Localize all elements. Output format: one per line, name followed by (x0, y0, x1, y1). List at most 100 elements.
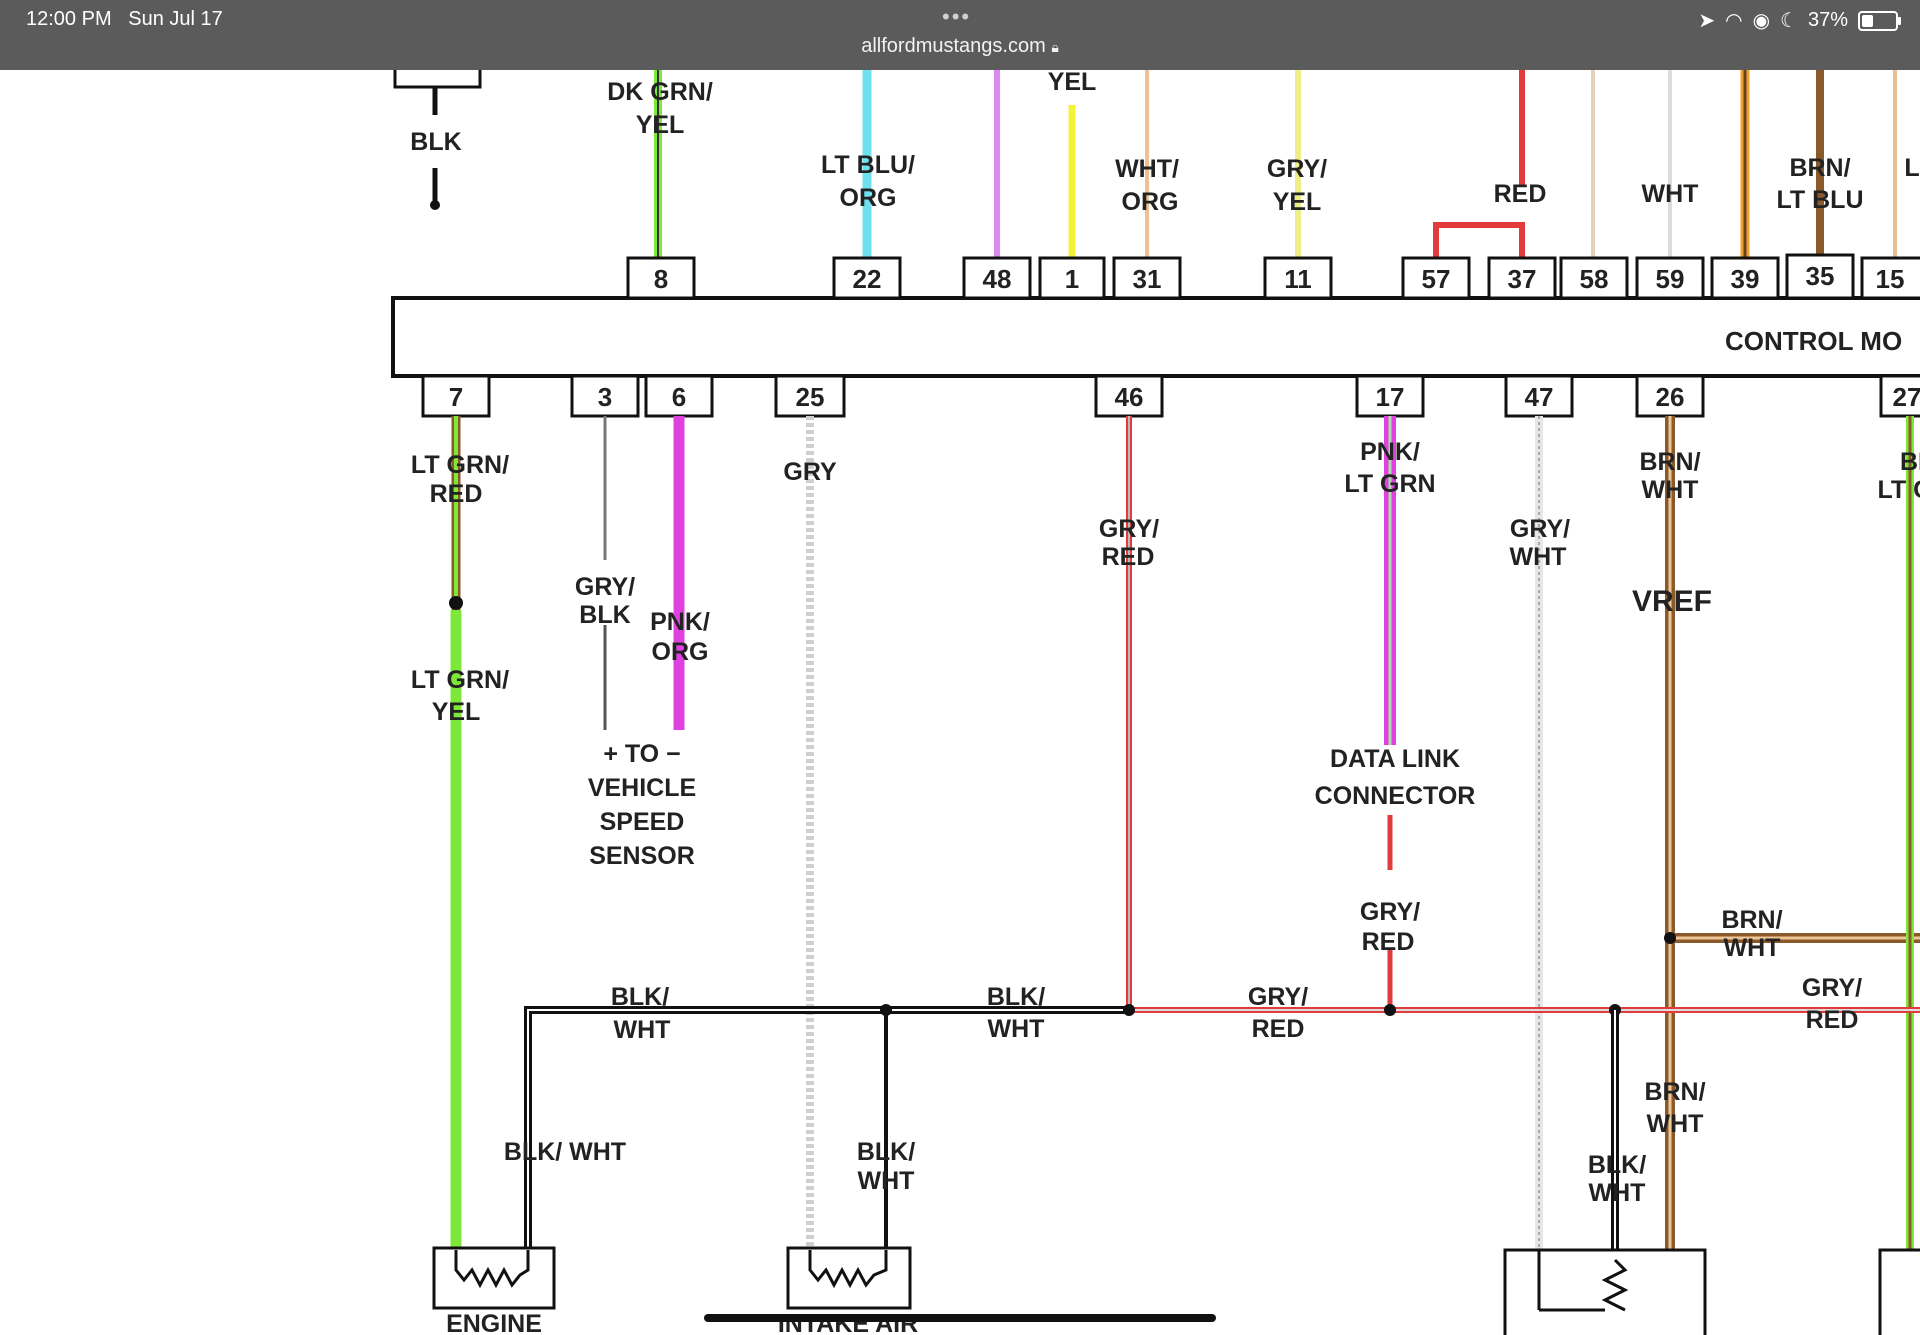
svg-text:ENGINE: ENGINE (446, 1310, 542, 1335)
svg-text:26: 26 (1656, 382, 1685, 412)
svg-text:WHT: WHT (1647, 1110, 1704, 1138)
pin-label: 58 (1580, 264, 1609, 294)
status-bar: 12:00 PM Sun Jul 17 ••• allfordmustangs.… (0, 0, 1920, 70)
battery-percent: 37% (1807, 9, 1848, 31)
url-text: allfordmustangs.com (861, 35, 1046, 57)
pin-label: 39 (1731, 264, 1760, 294)
pin-label: 15 (1876, 264, 1905, 294)
svg-text:WHT: WHT (1642, 180, 1699, 208)
svg-text:VEHICLE: VEHICLE (588, 774, 696, 802)
svg-text:YEL: YEL (1273, 188, 1322, 216)
svg-text:GRY: GRY (783, 458, 837, 486)
pin-label: 59 (1656, 264, 1685, 294)
bottom-pins: 7 3 6 25 46 17 47 26 27 (421, 374, 1920, 418)
svg-text:17: 17 (1376, 382, 1405, 412)
svg-text:L: L (1904, 154, 1919, 182)
svg-text:BLK: BLK (579, 601, 630, 629)
svg-text:LT GRN: LT GRN (1344, 470, 1435, 498)
bottom-wire-labels: LT GRN/ RED LT GRN/ YEL GRY/ BLK PNK/ OR… (411, 438, 1920, 1335)
svg-text:LT GRN/: LT GRN/ (411, 666, 509, 694)
status-icons: ➤ ◠ ◉ ☾ 37% (1698, 8, 1901, 33)
svg-text:YEL: YEL (636, 111, 685, 139)
svg-text:3: 3 (598, 382, 612, 412)
svg-text:27: 27 (1893, 382, 1920, 412)
svg-text:ORG: ORG (1122, 188, 1179, 216)
svg-text:RED: RED (1806, 1006, 1859, 1034)
status-date: Sun Jul 17 (128, 8, 223, 30)
svg-text:GRY/: GRY/ (1802, 974, 1862, 1002)
svg-text:GRY/: GRY/ (1099, 515, 1159, 543)
svg-text:47: 47 (1525, 382, 1554, 412)
engine-sensor (432, 1246, 556, 1310)
top-wire-labels: BLK DK GRN/ YEL YEL LT BLU/ ORG WHT/ ORG… (410, 70, 1919, 216)
wifi-icon: ◠ (1725, 10, 1743, 32)
svg-text:PNK/: PNK/ (650, 608, 710, 636)
svg-text:WHT: WHT (1510, 543, 1567, 571)
svg-text:BRN/: BRN/ (1644, 1078, 1705, 1106)
lock-icon: 🔒︎ (1051, 39, 1059, 55)
pin-label: 35 (1806, 261, 1835, 291)
address-bar[interactable]: allfordmustangs.com 🔒︎ (0, 35, 1920, 58)
svg-text:DATA LINK: DATA LINK (1330, 745, 1460, 773)
svg-text:LT G: LT G (1877, 476, 1920, 504)
svg-text:ORG: ORG (652, 638, 709, 666)
status-time: 12:00 PM (26, 8, 112, 30)
svg-text:RED: RED (1252, 1015, 1305, 1043)
svg-text:WHT/: WHT/ (1115, 155, 1179, 183)
svg-text:GRY/: GRY/ (1510, 515, 1570, 543)
svg-text:BRN/: BRN/ (1721, 906, 1782, 934)
svg-text:RED: RED (1494, 180, 1547, 208)
svg-text:PNK/: PNK/ (1360, 438, 1420, 466)
svg-text:WHT: WHT (988, 1015, 1045, 1043)
pin-label: 37 (1508, 264, 1537, 294)
battery-icon (1858, 10, 1901, 31)
control-module-label: CONTROL MO (1725, 326, 1902, 356)
svg-text:BLK/: BLK/ (987, 983, 1045, 1011)
multitask-dots-button[interactable]: ••• (942, 4, 972, 29)
moon-icon: ☾ (1780, 10, 1798, 32)
intake-air-sensor (786, 1246, 912, 1310)
svg-text:YEL: YEL (432, 698, 481, 726)
svg-text:GRY/: GRY/ (1248, 983, 1308, 1011)
svg-text:RED: RED (1102, 543, 1155, 571)
svg-text:BLK/: BLK/ (611, 983, 669, 1011)
pin-label: 22 (853, 264, 882, 294)
status-time-date: 12:00 PM Sun Jul 17 (26, 8, 223, 31)
pin-label: 31 (1133, 264, 1162, 294)
svg-text:WHT: WHT (1589, 1179, 1646, 1207)
svg-text:+ TO −: + TO − (603, 740, 680, 768)
svg-text:LT GRN/: LT GRN/ (411, 451, 509, 479)
svg-text:GRY/: GRY/ (575, 573, 635, 601)
svg-text:GRY/: GRY/ (1360, 898, 1420, 926)
svg-text:25: 25 (796, 382, 825, 412)
control-module-box (391, 296, 1920, 378)
top-pins: 8 22 48 1 31 11 57 37 58 59 39 35 15 (626, 253, 1920, 300)
home-indicator[interactable] (704, 1314, 1216, 1322)
orientation-lock-icon: ◉ (1752, 10, 1771, 32)
svg-text:SPEED: SPEED (600, 808, 685, 836)
svg-text:BRN/: BRN/ (1639, 448, 1700, 476)
svg-text:SENSOR: SENSOR (589, 842, 695, 870)
pin-label: 1 (1065, 264, 1079, 294)
svg-text:6: 6 (672, 382, 686, 412)
svg-text:LT BLU/: LT BLU/ (821, 151, 915, 179)
svg-text:BR: BR (1900, 448, 1920, 476)
svg-text:BLK/ WHT: BLK/ WHT (504, 1138, 626, 1166)
svg-text:YEL: YEL (1048, 70, 1097, 96)
svg-text:BLK/: BLK/ (857, 1138, 915, 1166)
pin-label: 57 (1422, 264, 1451, 294)
svg-text:46: 46 (1115, 382, 1144, 412)
svg-text:WHT: WHT (1724, 934, 1781, 962)
svg-text:VREF: VREF (1632, 585, 1712, 618)
svg-text:BLK/: BLK/ (1588, 1151, 1646, 1179)
svg-text:7: 7 (449, 382, 463, 412)
pin-label: 48 (983, 264, 1012, 294)
wire-blk-wht-bus (524, 1006, 1129, 1250)
connector-stub (393, 70, 482, 89)
pin-label: 11 (1284, 264, 1312, 294)
location-arrow-icon: ➤ (1698, 10, 1716, 32)
svg-text:DK GRN/: DK GRN/ (607, 78, 713, 106)
svg-text:WHT: WHT (1642, 476, 1699, 504)
svg-text:WHT: WHT (858, 1167, 915, 1195)
wiring-diagram: CONTROL MO 8 22 48 1 31 11 57 37 58 59 (391, 70, 1920, 1335)
